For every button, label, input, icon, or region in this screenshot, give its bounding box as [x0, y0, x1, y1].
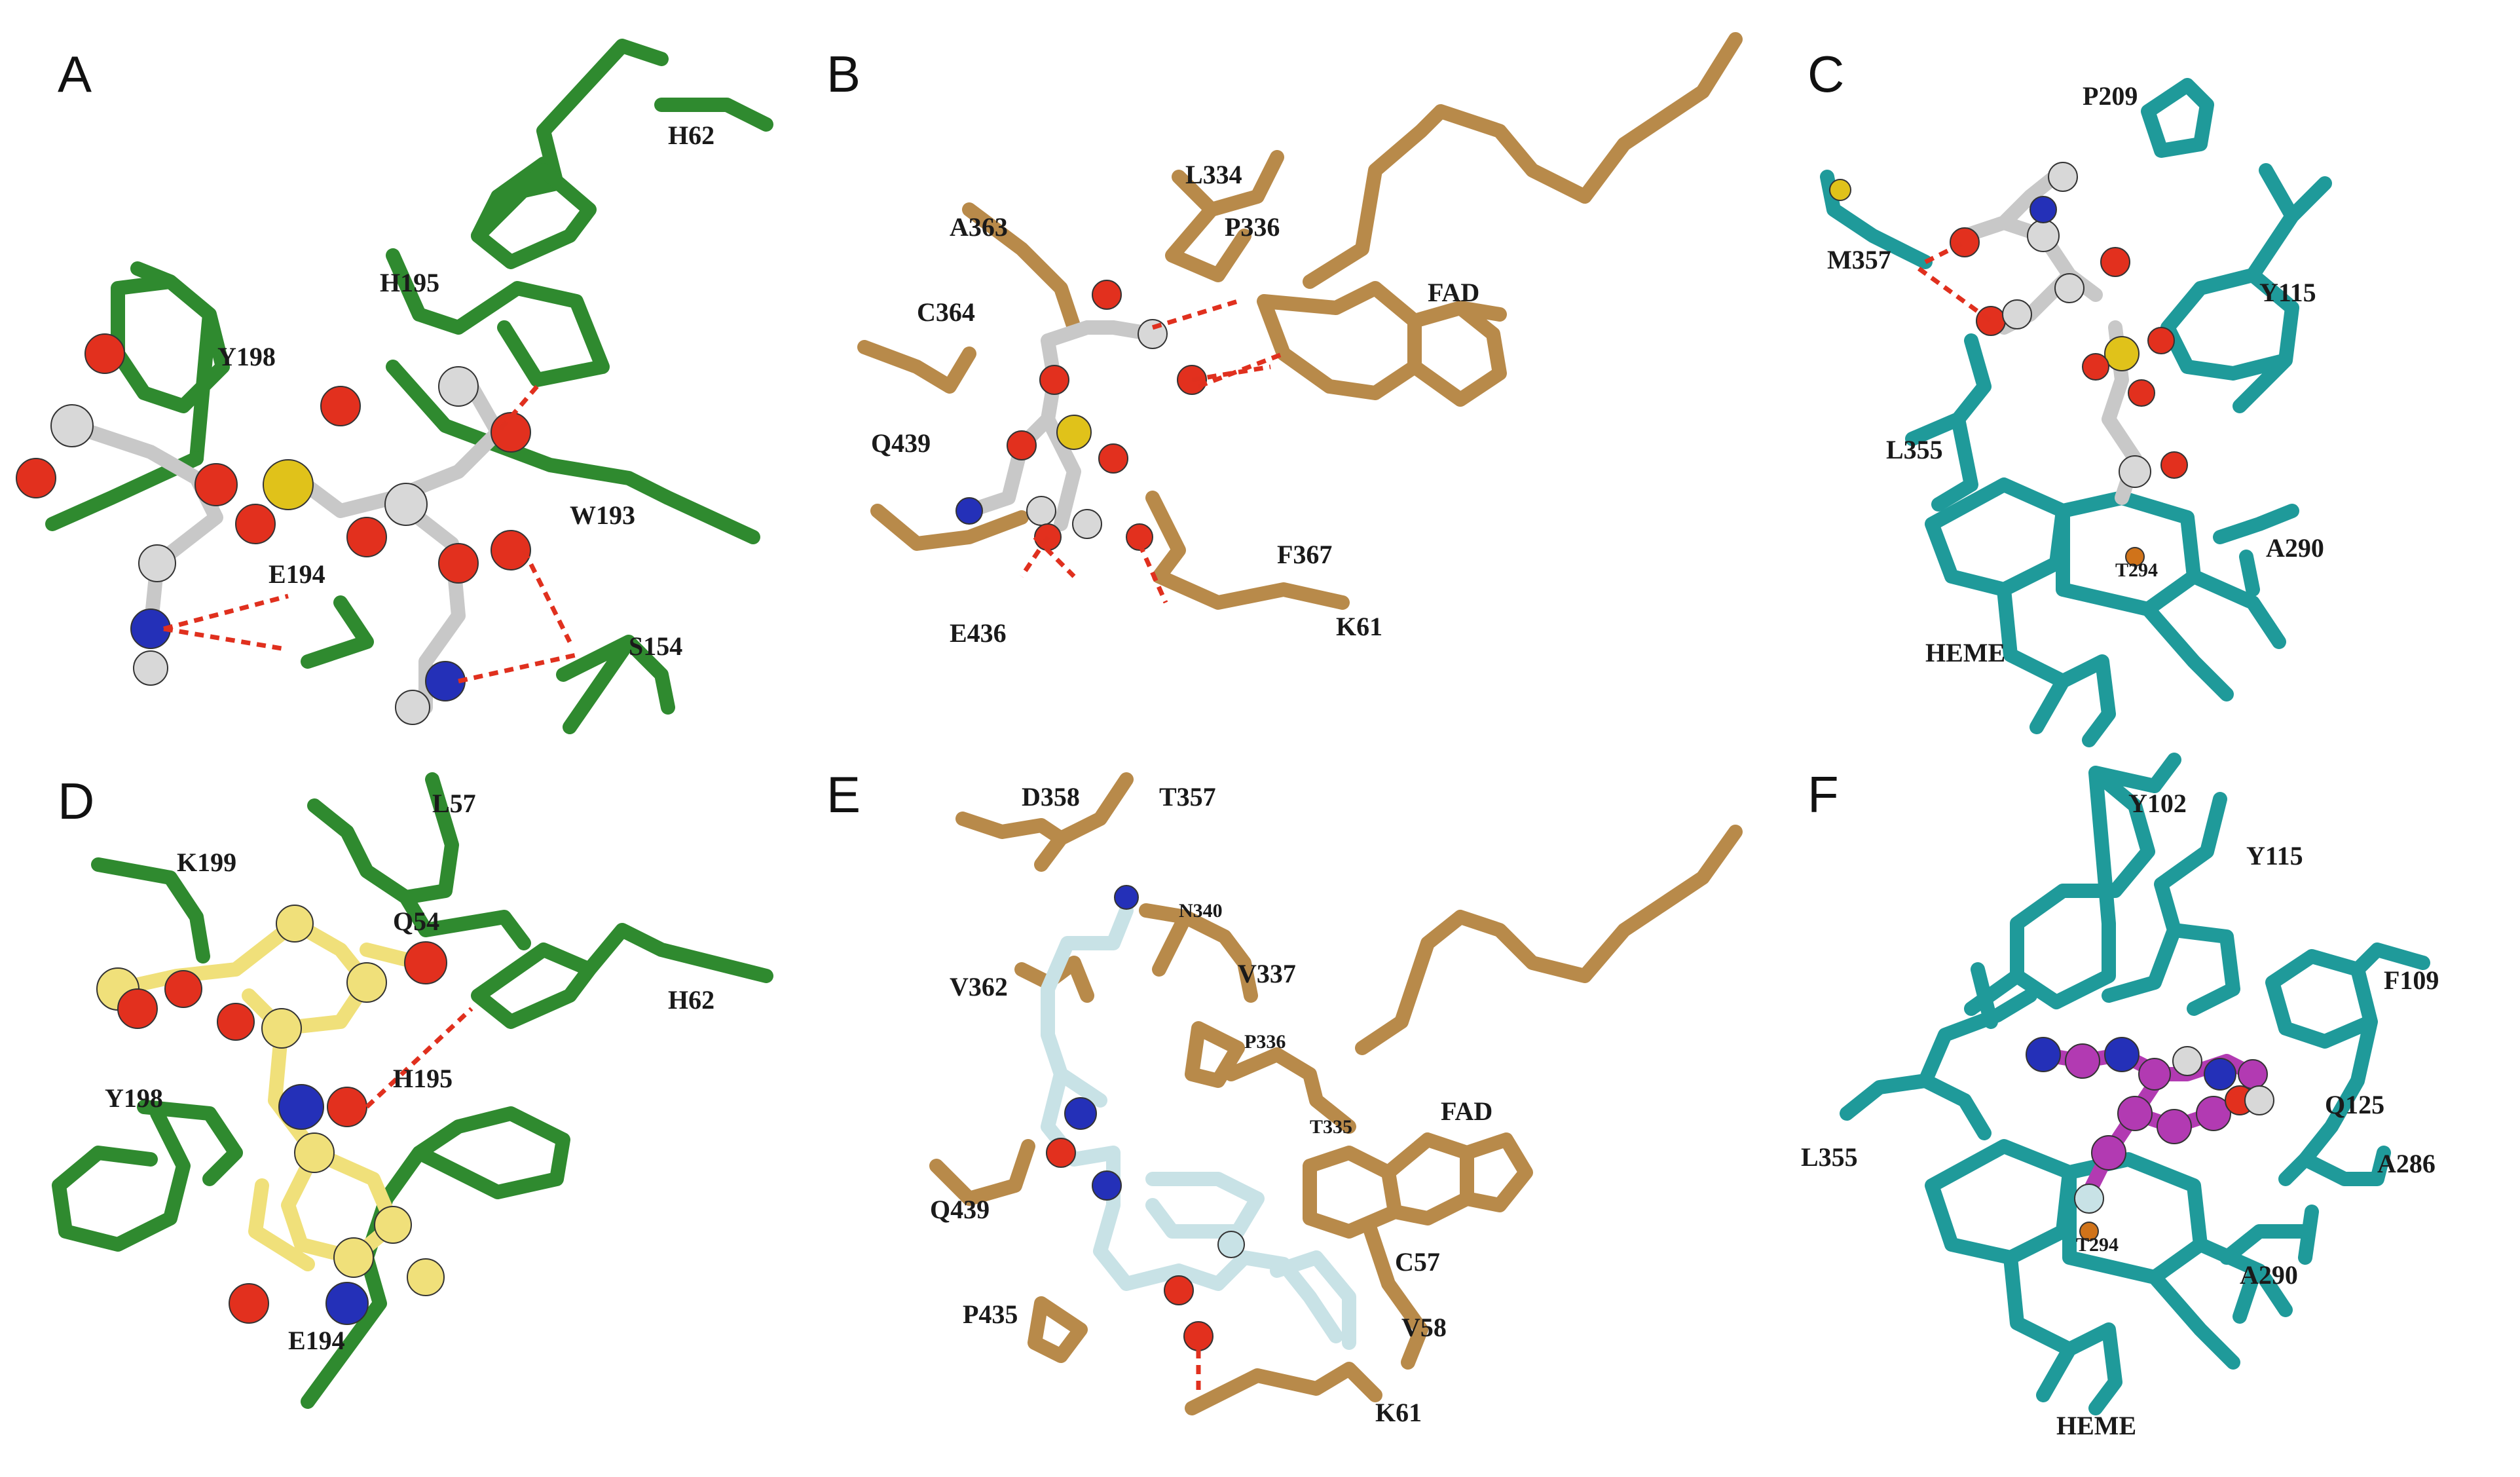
panel-c: C	[1807, 45, 2332, 747]
panel-a: A	[16, 39, 773, 734]
panel-f-label-t294: T294	[2076, 1234, 2119, 1256]
panel-b-hbonds	[1020, 299, 1285, 604]
panel-a-label-h62: H62	[668, 121, 714, 150]
panel-f-label-q125: Q125	[2325, 1090, 2384, 1119]
panel-d-hbonds	[365, 1007, 473, 1109]
panel-d-label-k199: K199	[177, 848, 236, 877]
panel-c-hbonds	[1917, 240, 1993, 323]
panel-f-label-a290: A290	[2240, 1260, 2298, 1290]
panel-e-label-t357: T357	[1159, 782, 1216, 812]
panel-d-residues	[52, 772, 773, 1409]
panel-b-label-p336: P336	[1225, 212, 1280, 242]
panel-e-label-fad: FAD	[1441, 1096, 1492, 1126]
panel-b-label-e436: E436	[950, 618, 1007, 648]
panel-f-label-a286: A286	[2377, 1149, 2436, 1178]
panel-a-label-e194: E194	[269, 559, 325, 589]
panel-d-label-l57: L57	[432, 789, 476, 818]
panel-e-label-v362: V362	[950, 972, 1008, 1001]
panel-d-label-e194: E194	[288, 1326, 345, 1355]
panel-c-label-y115: Y115	[2259, 278, 2316, 307]
panel-d-label-q54: Q54	[393, 907, 439, 936]
panel-e-label-p435: P435	[963, 1299, 1018, 1329]
panel-e-atoms	[1046, 885, 1245, 1351]
panel-b-label-f367: F367	[1277, 540, 1332, 569]
panel-b-label-k61: K61	[1336, 612, 1382, 641]
panel-f-label-l355: L355	[1801, 1142, 1858, 1172]
panel-c-residues	[1820, 78, 2332, 747]
panel-d-label-h62: H62	[668, 985, 714, 1015]
panel-b-label-l334: L334	[1185, 160, 1242, 189]
panel-b: B L334 P336	[826, 32, 1743, 648]
panel-c-atoms	[1829, 162, 2188, 567]
panel-a-residues	[45, 39, 773, 734]
panel-b-label-q439: Q439	[871, 428, 931, 458]
panel-e-label-p336: P336	[1244, 1031, 1286, 1053]
panel-e-label-t335: T335	[1310, 1116, 1352, 1138]
panel-c-letter: C	[1807, 45, 1844, 103]
panel-c-label-m357: M357	[1827, 245, 1891, 274]
panel-b-letter: B	[826, 45, 861, 103]
panel-b-atoms	[955, 280, 1207, 551]
panel-b-label-fad: FAD	[1428, 278, 1479, 307]
panel-c-label-heme: HEME	[1925, 638, 2005, 667]
panel-b-residues	[857, 32, 1743, 610]
panel-d-label-y198: Y198	[105, 1083, 163, 1113]
panel-a-hbonds	[163, 384, 577, 684]
panel-f-letter: F	[1807, 766, 1839, 823]
panel-e-label-n340: N340	[1179, 900, 1223, 922]
panel-a-label-w193: W193	[570, 500, 635, 530]
panel-d-ligand	[111, 916, 426, 1271]
panel-e-letter: E	[826, 766, 861, 823]
panel-a-atoms	[16, 333, 531, 725]
panel-e-ligand	[1041, 903, 1356, 1350]
panel-e-label-v58: V58	[1401, 1313, 1447, 1342]
panel-e-label-v337: V337	[1238, 959, 1296, 988]
panel-e-label-c57: C57	[1395, 1247, 1440, 1277]
panel-e-label-q439: Q439	[930, 1195, 990, 1224]
panel-b-label-c364: C364	[917, 297, 975, 327]
panel-c-label-l355: L355	[1886, 435, 1943, 464]
panel-b-label-a363: A363	[950, 212, 1008, 242]
panel-f-label-heme: HEME	[2056, 1411, 2136, 1440]
panel-f-label-y102: Y102	[2128, 789, 2187, 818]
panel-d-label-h195: H195	[393, 1064, 453, 1093]
panel-f-label-f109: F109	[2384, 965, 2439, 995]
panel-f-residues	[1840, 753, 2430, 1415]
panel-c-label-a290: A290	[2266, 533, 2324, 563]
panel-e-label-k61: K61	[1375, 1398, 1422, 1427]
panel-d-atoms	[96, 905, 447, 1325]
panel-d: D	[52, 772, 773, 1409]
panel-c-label-p209: P209	[2083, 81, 2138, 111]
panel-d-letter: D	[58, 772, 94, 830]
panel-a-label-h195: H195	[380, 268, 439, 297]
panel-f-label-y115: Y115	[2246, 841, 2303, 870]
panel-f-atoms	[2026, 1037, 2274, 1241]
panel-f: F Y10	[1801, 753, 2439, 1440]
panel-e: E D358	[826, 766, 1743, 1427]
panel-e-label-d358: D358	[1022, 782, 1080, 812]
panel-a-letter: A	[58, 45, 92, 103]
panel-a-label-y198: Y198	[217, 342, 276, 371]
panel-a-label-s154: S154	[629, 631, 682, 661]
panel-c-label-t294: T294	[2115, 559, 2158, 581]
